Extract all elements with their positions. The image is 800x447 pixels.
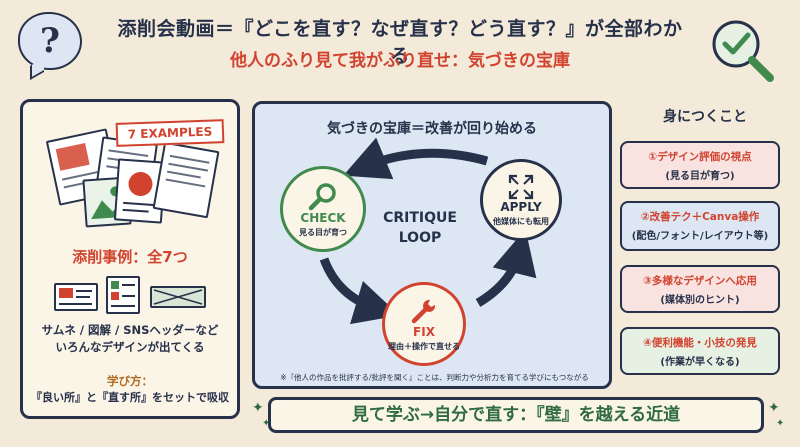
thumbnail-icon bbox=[54, 283, 98, 311]
loop-word-line: LOOP bbox=[398, 230, 442, 246]
benefit-detail: (媒体別のヒント) bbox=[660, 295, 740, 306]
question-icon: ? bbox=[18, 12, 82, 70]
page-title: 添削会動画＝『どこを直す？なぜ直す？どう直す？』が全部わかる bbox=[117, 18, 683, 67]
apply-sub: 他媒体にも転用 bbox=[493, 216, 549, 226]
apply-label: APPLY bbox=[500, 199, 542, 214]
benefit-card: ③多様なデザインへ応用 (媒体別のヒント) bbox=[620, 265, 780, 313]
magnifier-icon bbox=[308, 182, 336, 210]
sparkle-icon: ✦ bbox=[768, 400, 780, 416]
apply-step: APPLY 他媒体にも転用 bbox=[480, 159, 562, 241]
case-description: サムネ / 図解 / SNSヘッダーなど いろんなデザインが出てくる bbox=[20, 322, 240, 356]
loop-word-line: CRITIQUE bbox=[383, 210, 457, 226]
benefit-title: ①デザイン評価の視点 bbox=[648, 151, 752, 163]
wrench-icon bbox=[411, 299, 436, 323]
fix-sub: 理由＋操作で直せる bbox=[388, 341, 460, 351]
loop-title: 気づきの宝庫＝改善が回り始める bbox=[327, 121, 537, 137]
benefit-detail: (作業が早くなる) bbox=[660, 357, 740, 368]
document-icon bbox=[152, 141, 220, 219]
learn-title: 学び方： bbox=[107, 374, 153, 388]
expand-icon bbox=[508, 174, 534, 199]
sparkle-icon: ✦ bbox=[262, 418, 271, 429]
sns-header-icon bbox=[150, 286, 206, 308]
fix-label: FIX bbox=[413, 324, 435, 339]
diagram-icon bbox=[106, 276, 140, 314]
benefits-heading: 身につくこと bbox=[663, 109, 747, 125]
case-desc-line: サムネ / 図解 / SNSヘッダーなど bbox=[41, 323, 219, 337]
benefit-card: ②改善テク＋Canva操作 (配色/フォント/レイアウト等) bbox=[620, 201, 780, 251]
banner-text: 見て学ぶ→自分で直す：『壁』を越える近道 bbox=[351, 405, 681, 425]
benefit-card: ④便利機能・小技の発見 (作業が早くなる) bbox=[620, 327, 780, 375]
benefit-detail: (見る目が育つ) bbox=[665, 171, 735, 182]
benefit-detail: (配色/フォント/レイアウト等) bbox=[631, 231, 769, 242]
page-subtitle: 他人のふり見て我がふり直せ：気づきの宝庫 bbox=[230, 51, 570, 71]
benefit-card: ①デザイン評価の視点 (見る目が育つ) bbox=[620, 141, 780, 189]
fix-step: FIX 理由＋操作で直せる bbox=[382, 282, 466, 366]
bottom-banner: 見て学ぶ→自分で直す：『壁』を越える近道 bbox=[268, 397, 764, 433]
benefit-title: ③多様なデザインへ応用 bbox=[643, 275, 757, 287]
chart-document-icon bbox=[113, 158, 167, 224]
sparkle-icon: ✦ bbox=[776, 418, 785, 429]
critique-loop-label: CRITIQUE LOOP bbox=[360, 208, 480, 248]
footnote: ※『他人の作品を批評する/批評を聞く』ことは、判断力や分析力を育てる学びにもつな… bbox=[280, 373, 589, 382]
check-sub: 見る目が育つ bbox=[299, 227, 347, 237]
cycle-arrows bbox=[319, 137, 537, 325]
examples-badge: 7 EXAMPLES bbox=[115, 119, 225, 147]
case-desc-line: いろんなデザインが出てくる bbox=[55, 340, 205, 354]
check-label: CHECK bbox=[300, 210, 346, 225]
magnifier-check-icon bbox=[712, 20, 774, 82]
learn-description: 『良い所』と『直す所』をセットで吸収 bbox=[31, 391, 229, 404]
benefit-title: ④便利機能・小技の発見 bbox=[643, 337, 757, 349]
sparkle-icon: ✦ bbox=[252, 400, 264, 416]
case-title: 添削事例：全7つ bbox=[72, 248, 188, 266]
benefit-title: ②改善テク＋Canva操作 bbox=[640, 211, 760, 223]
check-step: CHECK 見る目が育つ bbox=[280, 166, 366, 252]
